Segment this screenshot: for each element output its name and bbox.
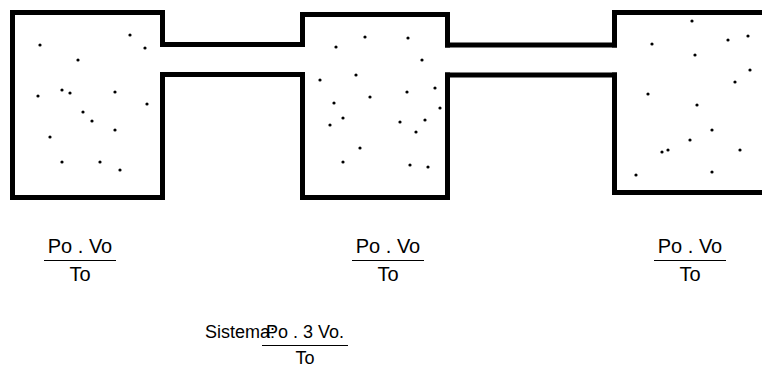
fraction-numerator: Po . Vo	[352, 235, 425, 261]
container-wall	[303, 15, 448, 198]
container-wall	[13, 13, 163, 198]
connecting-tube	[160, 45, 305, 75]
tube-wall	[160, 72, 305, 77]
connecting-tube	[445, 45, 617, 75]
tube-wall	[445, 73, 617, 78]
container-wall	[615, 13, 762, 193]
fraction-denominator: To	[679, 261, 700, 286]
state-fraction: Po . VoTo	[44, 235, 117, 286]
gas-container: Po . VoTo	[10, 10, 165, 200]
state-fraction: Po . VoTo	[352, 235, 425, 286]
fraction-numerator: Po . 3 Vo.	[262, 322, 348, 346]
tube-wall	[445, 43, 617, 48]
container-outline	[10, 10, 165, 200]
fraction-denominator: To	[69, 261, 90, 286]
system-fraction: Po . 3 Vo.To	[262, 322, 348, 368]
fraction-denominator: To	[296, 346, 315, 369]
fraction-numerator: Po . Vo	[44, 235, 117, 261]
fraction-denominator: To	[377, 261, 398, 286]
gas-container: Po . VoTo	[612, 10, 762, 195]
state-fraction: Po . VoTo	[654, 235, 727, 286]
fraction-numerator: Po . Vo	[654, 235, 727, 261]
system-label: Sistema:	[205, 322, 275, 343]
container-outline	[612, 10, 762, 195]
container-outline	[300, 12, 450, 200]
gas-container: Po . VoTo	[300, 12, 450, 200]
tube-wall	[160, 42, 305, 47]
